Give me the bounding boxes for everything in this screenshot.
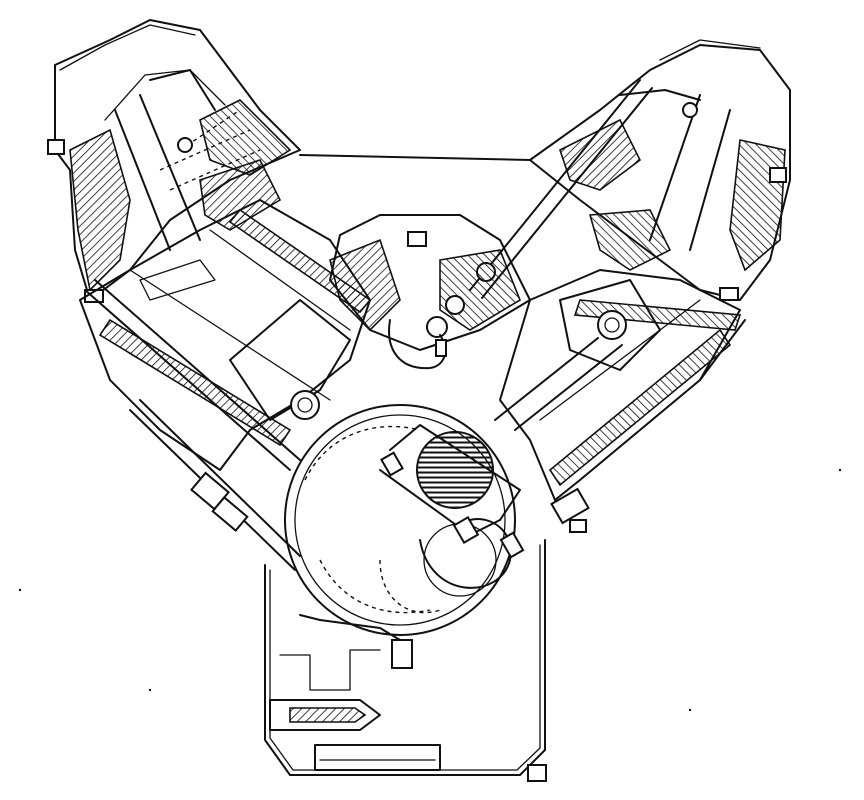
right-cylinder-bank bbox=[494, 269, 746, 533]
speckle-marks bbox=[18, 468, 842, 712]
left-cylinder-head bbox=[47, 19, 301, 303]
left-cylinder-bank bbox=[79, 199, 372, 571]
crankcase bbox=[284, 404, 525, 636]
oil-pan bbox=[264, 539, 547, 782]
intake-manifold bbox=[299, 154, 531, 370]
right-cylinder-head bbox=[469, 39, 791, 301]
